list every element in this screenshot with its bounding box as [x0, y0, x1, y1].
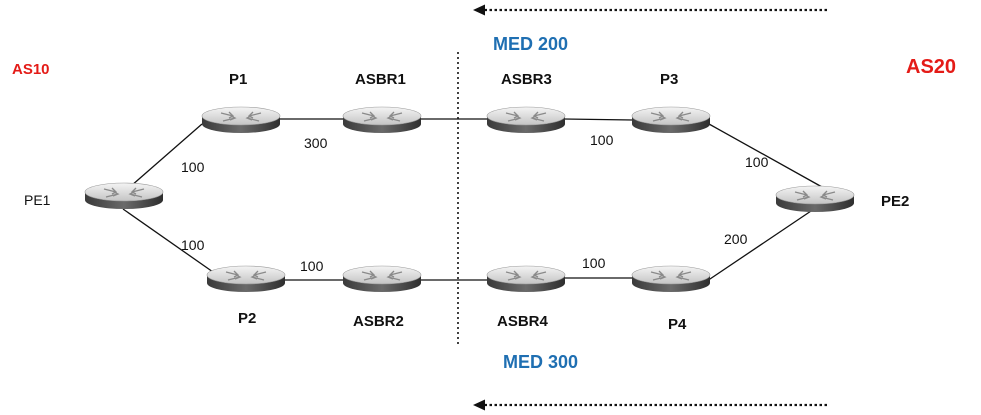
- router-icon-pe1: [84, 182, 164, 210]
- cost-label-pe1-p1: 100: [181, 159, 205, 175]
- cost-label-p1-asbr1: 300: [304, 135, 328, 151]
- node-label-pe1: PE1: [24, 192, 51, 208]
- link-asbr3-p3: [563, 118, 634, 121]
- node-label-asbr4: ASBR4: [497, 313, 548, 330]
- cost-label-p4-pe2: 200: [724, 231, 748, 247]
- router-icon-asbr4: [486, 265, 566, 293]
- link-pe1-p1: [130, 123, 203, 187]
- router-icon-pe2: [775, 185, 855, 213]
- med-bottom-label: MED 300: [503, 352, 579, 372]
- cost-label-pe1-p2: 100: [181, 237, 205, 253]
- router-icon-p2: [206, 265, 286, 293]
- router-icon-p1: [201, 106, 281, 134]
- router-icon-asbr3: [486, 106, 566, 134]
- bottom-dotted-arrow: [473, 399, 827, 411]
- node-label-p4: P4: [668, 316, 687, 333]
- router-icon-asbr2: [342, 265, 422, 293]
- cost-label-p3-pe2: 100: [745, 154, 769, 170]
- node-label-p2: P2: [238, 310, 257, 327]
- cost-label-p2-asbr2: 100: [300, 258, 324, 274]
- router-icon-p3: [631, 106, 711, 134]
- node-label-asbr2: ASBR2: [353, 313, 404, 330]
- link-pe1-p2: [122, 208, 214, 273]
- router-icon-asbr1: [342, 106, 422, 134]
- as10-label: AS10: [12, 61, 50, 78]
- node-label-asbr1: ASBR1: [355, 71, 406, 88]
- cost-label-asbr3-p3: 100: [590, 132, 614, 148]
- node-label-asbr3: ASBR3: [501, 71, 552, 88]
- link-p4-pe2: [706, 208, 815, 282]
- router-icon-p4: [631, 265, 711, 293]
- node-label-p3: P3: [660, 71, 679, 88]
- link-p3-pe2: [708, 123, 823, 188]
- node-label-p1: P1: [229, 71, 248, 88]
- med-top-label: MED 200: [493, 34, 569, 54]
- node-label-pe2: PE2: [881, 193, 910, 210]
- as20-label: AS20: [906, 56, 957, 78]
- cost-label-asbr4-p4: 100: [582, 255, 606, 271]
- top-dotted-arrow: [473, 4, 827, 16]
